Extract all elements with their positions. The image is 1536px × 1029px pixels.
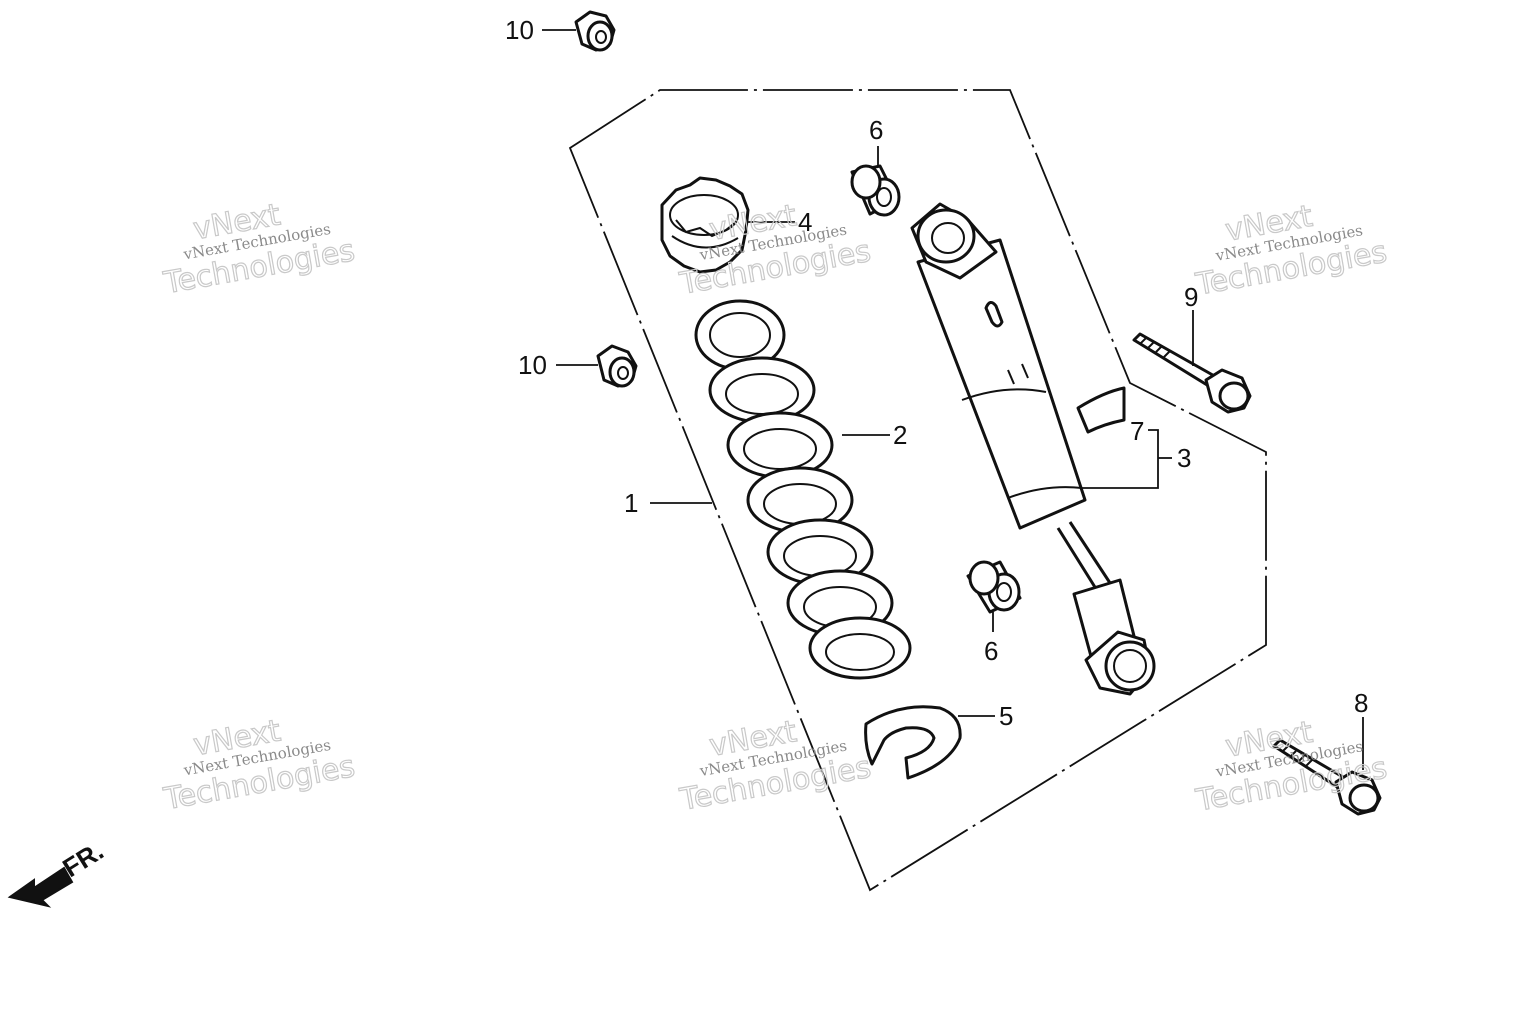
watermark-left-top: vNext vNext Technologies Technologies [160,197,358,302]
front-direction-arrow-icon [7,866,74,908]
callout-6-upper: 6 [869,115,883,145]
callout-8: 8 [1354,688,1368,718]
spring-adjuster-part-4[interactable] [660,176,750,274]
callout-5: 5 [999,701,1013,731]
callout-10-middle: 10 [518,350,547,380]
bushing-part-6-lower[interactable] [966,560,1022,614]
callout-2: 2 [893,420,907,450]
nut-part-10-middle[interactable] [596,344,638,388]
watermark-right-top: vNext vNext Technologies Technologies [1192,198,1390,303]
callout-3: 3 [1177,443,1191,473]
callout-4: 4 [798,207,812,237]
callout-7: 7 [1130,416,1144,446]
assembly-frame [568,89,1267,892]
bolt-part-8[interactable] [1272,738,1382,816]
watermark-left-bottom: vNext vNext Technologies Technologies [160,713,358,818]
callout-6-lower: 6 [984,636,998,666]
callout-1: 1 [624,488,638,518]
bolt-part-9[interactable] [1132,332,1252,414]
shock-absorber-part-3[interactable] [910,202,1156,696]
nut-part-10-top[interactable] [574,10,616,52]
spring-seat-part-5[interactable] [864,705,962,780]
label-part-7[interactable] [1076,386,1126,434]
watermark-center-bottom: vNext vNext Technologies Technologies [676,714,874,819]
coil-spring-part-2[interactable] [694,299,912,680]
callout-9: 9 [1184,282,1198,312]
bushing-part-6-upper[interactable] [850,164,901,217]
callout-10-top: 10 [505,15,534,45]
